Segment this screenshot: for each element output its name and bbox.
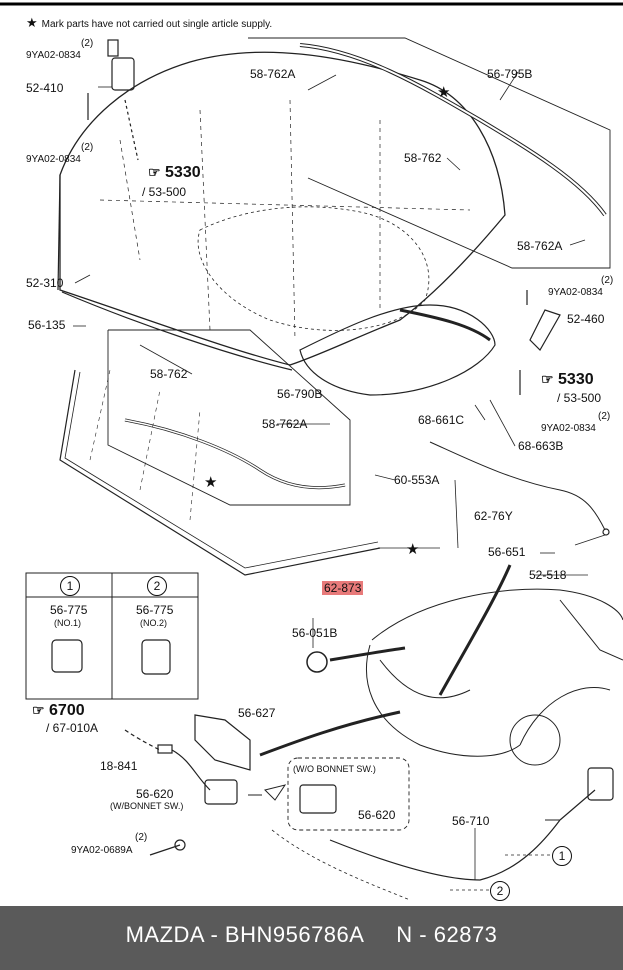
footer-bar: [0, 906, 623, 970]
part-label[interactable]: 9YA02-0834: [26, 50, 81, 61]
part-condition: (W/BONNET SW.): [110, 801, 184, 811]
part-label[interactable]: 56-620: [136, 787, 174, 801]
condition-box-title: (W/O BONNET SW.): [293, 764, 376, 774]
part-label[interactable]: 9YA02-0834: [26, 154, 81, 165]
part-label[interactable]: 56-627: [238, 706, 276, 720]
table-header-circle: 2: [147, 576, 167, 596]
star-icon: ★: [406, 541, 420, 558]
part-label[interactable]: 56-710: [452, 814, 490, 828]
part-label[interactable]: 58-762A: [517, 239, 563, 253]
part-label[interactable]: 58-762A: [262, 417, 308, 431]
footer-title: MAZDA - BHN956786A N - 62873: [125, 922, 498, 947]
part-label[interactable]: 56-795B: [487, 67, 533, 81]
part-qty: (2): [598, 411, 611, 422]
highlighted-part-label[interactable]: 62-873: [322, 581, 364, 595]
part-label[interactable]: 52-460: [567, 312, 605, 326]
reference-sub: / 53-500: [142, 185, 187, 199]
table-variant: (NO.1): [54, 618, 81, 628]
legend-note-text: Mark parts have not carried out single a…: [41, 19, 273, 30]
part-label[interactable]: 56-651: [488, 545, 526, 559]
part-label[interactable]: 18-841: [100, 759, 138, 773]
part-label[interactable]: 58-762: [404, 151, 442, 165]
part-label[interactable]: 52-410: [26, 81, 64, 95]
reference-number: 5330: [558, 371, 594, 388]
part-label[interactable]: 68-663B: [518, 439, 564, 453]
table-header-circle: 1: [60, 576, 80, 596]
part-qty: (2): [601, 275, 614, 286]
reference-sub: / 67-010A: [46, 721, 99, 735]
part-label[interactable]: 58-762: [150, 367, 188, 381]
callout-circle: 2: [490, 881, 510, 901]
table-part[interactable]: 56-775: [136, 603, 174, 617]
star-icon: ★: [204, 474, 218, 491]
reference-link[interactable]: ☞ 5330: [541, 371, 594, 389]
table-variant: (NO.2): [140, 618, 167, 628]
part-label[interactable]: 62-76Y: [474, 509, 513, 523]
part-label[interactable]: 56-790B: [277, 387, 323, 401]
part-label[interactable]: 58-762A: [250, 67, 296, 81]
reference-number: 6700: [49, 702, 85, 719]
star-icon: ★: [437, 84, 451, 101]
hand-pointer-icon: ☞: [32, 702, 45, 718]
reference-link[interactable]: ☞ 5330: [148, 164, 201, 182]
reference-link[interactable]: ☞ 6700: [32, 702, 85, 720]
part-label[interactable]: 9YA02-0834: [548, 287, 603, 298]
reference-number: 5330: [165, 164, 201, 181]
part-label[interactable]: 56-620: [358, 808, 396, 822]
part-qty: (2): [135, 832, 148, 843]
part-qty: (2): [81, 38, 94, 49]
callout-circle: 1: [552, 846, 572, 866]
part-label[interactable]: 9YA02-0834: [541, 423, 596, 434]
part-label[interactable]: 52-310: [26, 276, 64, 290]
part-qty: (2): [81, 142, 94, 153]
star-icon: ★: [26, 15, 38, 30]
part-label[interactable]: 60-553A: [394, 473, 440, 487]
part-label[interactable]: 56-135: [28, 318, 66, 332]
highlighted-part-number: 62-873: [322, 581, 364, 595]
legend-note: ★Mark parts have not carried out single …: [26, 15, 272, 31]
hand-pointer-icon: ☞: [541, 371, 554, 387]
part-label[interactable]: 52-518: [529, 568, 567, 582]
hand-pointer-icon: ☞: [148, 164, 161, 180]
part-label[interactable]: 56-051B: [292, 626, 338, 640]
table-part[interactable]: 56-775: [50, 603, 88, 617]
part-label[interactable]: 68-661C: [418, 413, 465, 427]
part-label[interactable]: 9YA02-0689A: [71, 845, 133, 856]
reference-sub: / 53-500: [557, 391, 602, 405]
